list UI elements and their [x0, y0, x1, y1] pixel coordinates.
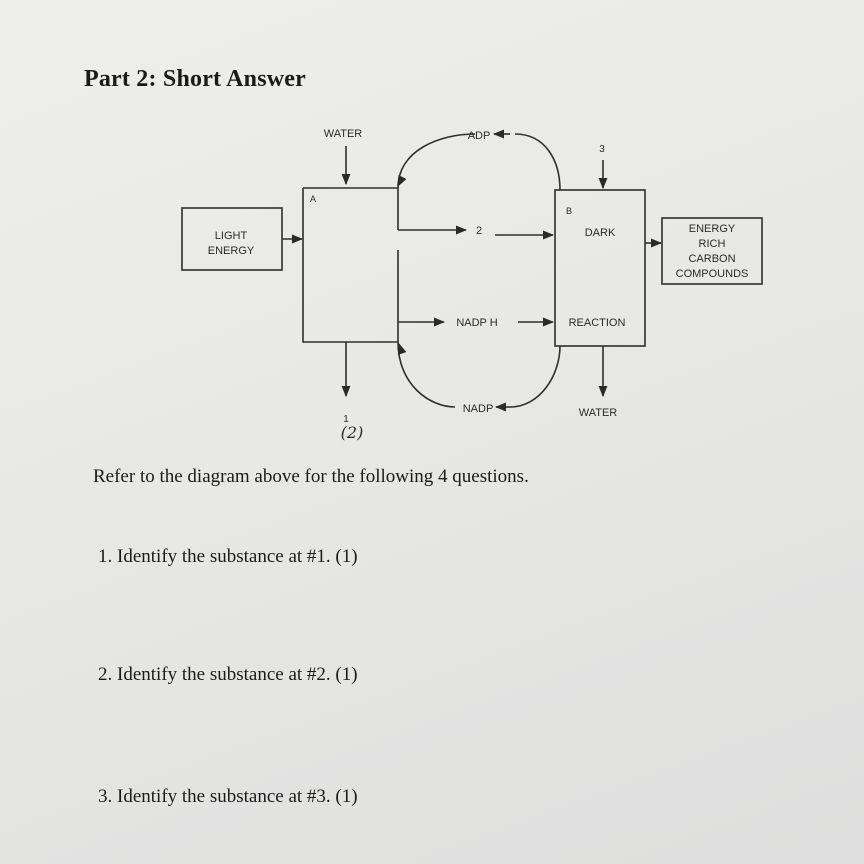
- adp-cycle-arc: [397, 133, 561, 191]
- output-label-2: RICH: [699, 238, 726, 250]
- nadp-label: NADP: [463, 403, 494, 415]
- reaction-label: REACTION: [569, 317, 626, 329]
- dark-reaction-box: [554, 189, 646, 347]
- box-b-label: B: [566, 206, 572, 216]
- dark-label: DARK: [585, 227, 616, 239]
- number-2-label: 2: [476, 225, 482, 237]
- light-reaction-box: [302, 187, 399, 343]
- nadp-cycle-arc: [397, 341, 561, 408]
- light-energy-label-1: LIGHT: [215, 230, 248, 242]
- water-bottom-label: WATER: [579, 407, 618, 419]
- nadph-label: NADP H: [456, 317, 497, 329]
- energy-rich-compounds-box: [661, 217, 763, 285]
- light-energy-label-2: ENERGY: [208, 245, 255, 257]
- adp-label: ADP: [468, 130, 491, 142]
- number-1-label: 1: [343, 414, 349, 425]
- output-label-1: ENERGY: [689, 223, 736, 235]
- section-heading: Part 2: Short Answer: [84, 66, 306, 92]
- question-3: 3. Identify the substance at #3. (1): [98, 786, 358, 807]
- output-label-4: COMPOUNDS: [676, 268, 749, 280]
- question-1: 1. Identify the substance at #1. (1): [98, 546, 358, 567]
- instructions-text: Refer to the diagram above for the follo…: [93, 466, 529, 487]
- nadp-arc-arrow: [397, 342, 407, 355]
- number-3-label: 3: [599, 144, 605, 155]
- output-label-3: CARBON: [688, 253, 735, 265]
- faint-handwriting: (2): [341, 423, 364, 442]
- adp-arc-arrow: [397, 174, 407, 188]
- box-a-label: A: [310, 194, 316, 204]
- water-top-label: WATER: [324, 128, 363, 140]
- question-2: 2. Identify the substance at #2. (1): [98, 664, 358, 685]
